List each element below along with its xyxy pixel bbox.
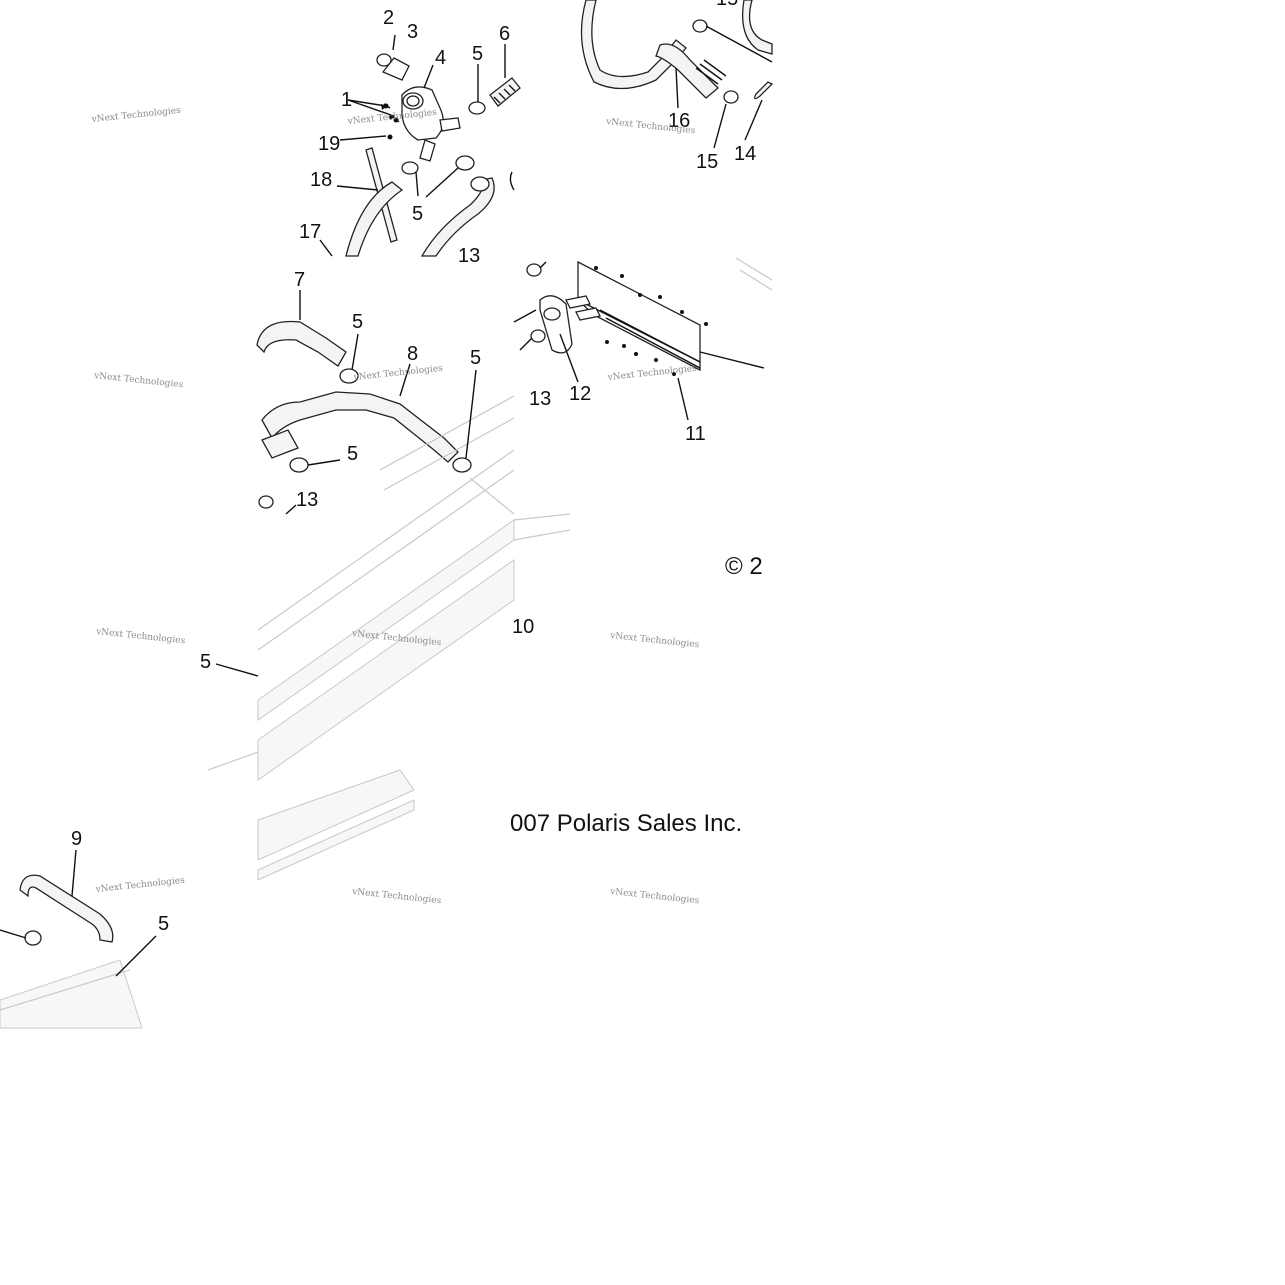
callout-14: 14 — [734, 143, 756, 165]
heat-exchanger-group — [513, 257, 773, 421]
callout-11: 11 — [685, 423, 706, 445]
callout-3: 3 — [407, 21, 418, 43]
callout-10: 10 — [512, 616, 534, 638]
middle-hoses-group — [256, 290, 515, 515]
callout-15: 15 — [716, 0, 738, 10]
copyright-left: © 2 — [725, 553, 763, 580]
callout-13: 13 — [296, 489, 318, 511]
callout-2: 2 — [383, 7, 394, 29]
callout-19: 19 — [318, 133, 340, 155]
callout-6: 6 — [499, 23, 510, 45]
callout-5: 5 — [200, 651, 211, 673]
upper-hoses-group — [580, 0, 774, 149]
lower-hose-group — [0, 849, 157, 1029]
callout-16: 16 — [668, 110, 690, 132]
callout-5: 5 — [472, 43, 483, 65]
callout-4: 4 — [435, 47, 446, 69]
callout-12: 12 — [569, 383, 591, 405]
callout-5: 5 — [347, 443, 358, 465]
callout-7: 7 — [294, 269, 305, 291]
callout-13: 13 — [529, 388, 551, 410]
callout-labels: 1 2 3 4 5 5 5 5 5 5 5 6 7 8 9 10 11 12 1… — [71, 0, 756, 935]
callout-13: 13 — [458, 245, 480, 267]
callout-9: 9 — [71, 828, 82, 850]
tunnel-rails-group — [207, 449, 571, 881]
copyright-right: 007 Polaris Sales Inc. — [510, 810, 742, 837]
callout-15: 15 — [696, 151, 718, 173]
callout-18: 18 — [310, 169, 332, 191]
callout-17: 17 — [299, 221, 321, 243]
callout-5: 5 — [412, 203, 423, 225]
callout-1: 1 — [341, 89, 352, 111]
callout-8: 8 — [407, 343, 418, 365]
callout-5: 5 — [158, 913, 169, 935]
callout-5: 5 — [470, 347, 481, 369]
callout-5: 5 — [352, 311, 363, 333]
